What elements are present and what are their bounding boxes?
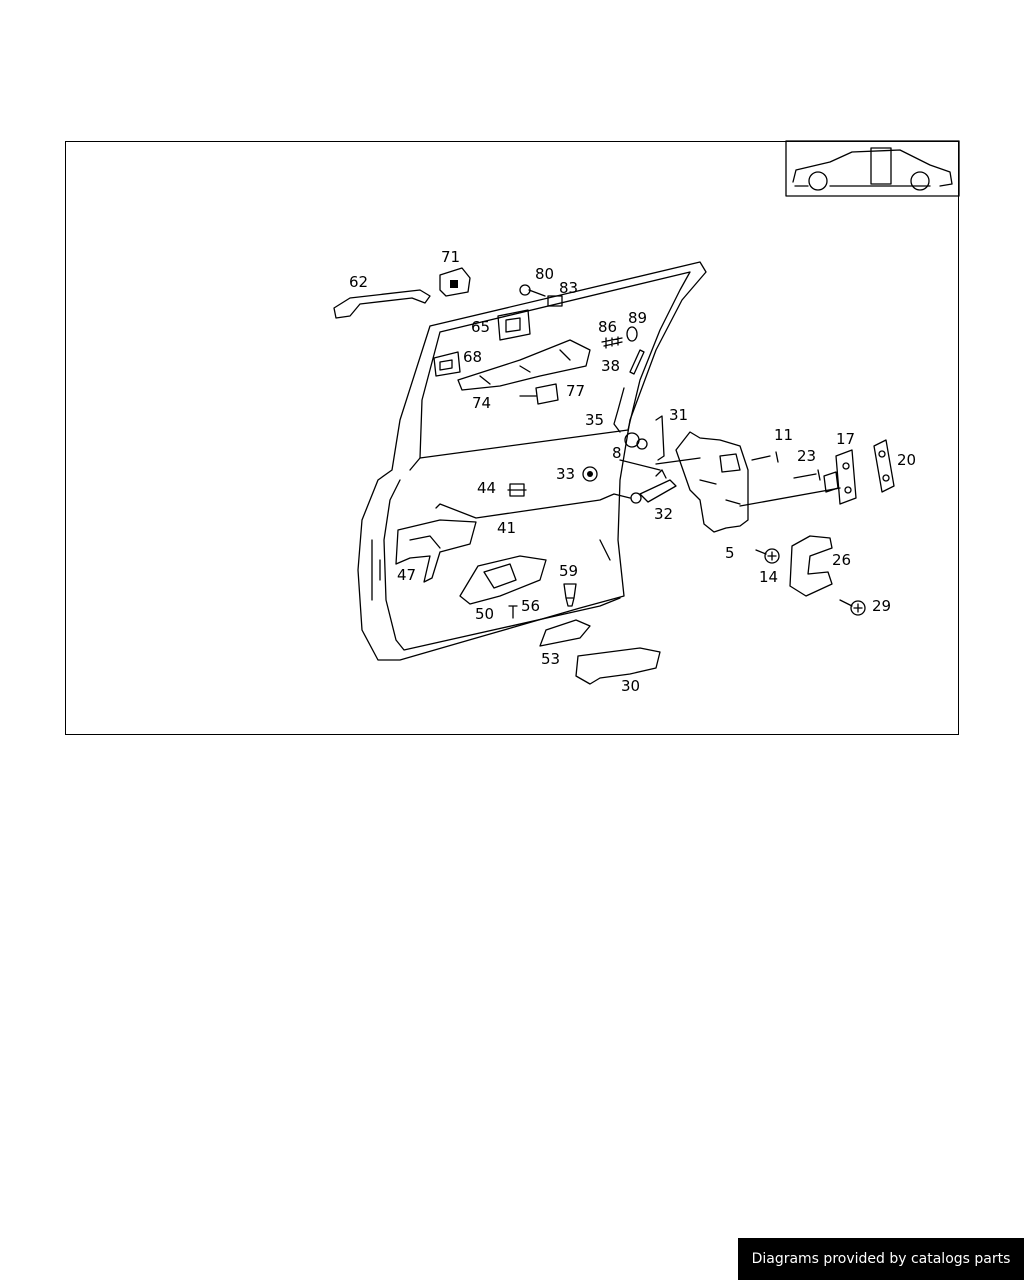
callout-77: 77 (566, 382, 585, 400)
part-80-screw (519, 284, 546, 297)
part-33-grommet (582, 466, 598, 482)
callout-71: 71 (441, 248, 460, 266)
callout-11: 11 (774, 426, 793, 444)
part-53-cover (539, 619, 591, 647)
part-17-striker (823, 449, 857, 505)
callout-44: 44 (477, 479, 496, 497)
part-30-armrest (575, 647, 661, 685)
part-77-clip (519, 383, 559, 405)
part-89-plug (626, 326, 638, 342)
part-65-bracket (497, 309, 531, 341)
part-68-bracket (433, 351, 461, 377)
part-8-lock-cylinder (624, 432, 648, 450)
part-29-screw (839, 599, 866, 616)
part-50-bezel (459, 555, 547, 605)
callout-86: 86 (598, 318, 617, 336)
part-83-bushing (547, 295, 563, 307)
callout-31: 31 (669, 406, 688, 424)
callout-33: 33 (556, 465, 575, 483)
callout-17: 17 (836, 430, 855, 448)
part-23-screw (793, 469, 821, 481)
callout-56: 56 (521, 597, 540, 615)
part-14-screw (755, 548, 780, 564)
part-62-exterior-handle (333, 289, 431, 319)
part-11-screw (751, 451, 779, 463)
callout-35: 35 (585, 411, 604, 429)
callout-26: 26 (832, 551, 851, 569)
callout-50: 50 (475, 605, 494, 623)
callout-62: 62 (349, 273, 368, 291)
part-32-actuator (630, 469, 677, 504)
door-panel (357, 261, 707, 661)
part-56-pin (508, 605, 518, 619)
callout-53: 53 (541, 650, 560, 668)
part-38-rod (629, 349, 645, 375)
assembly-lines (599, 457, 841, 561)
part-47-inner-handle (395, 519, 477, 583)
part-26-cover (789, 535, 833, 597)
callout-8: 8 (612, 444, 622, 462)
part-86-spring (601, 336, 623, 349)
callout-47: 47 (397, 566, 416, 584)
diagram-frame (65, 141, 959, 735)
callout-89: 89 (628, 309, 647, 327)
part-44-clip (507, 483, 527, 497)
callout-59: 59 (559, 562, 578, 580)
callout-23: 23 (797, 447, 816, 465)
part-59-clip (563, 583, 577, 607)
callout-68: 68 (463, 348, 482, 366)
callouts: 62 71 80 83 65 68 74 77 86 89 38 35 31 8… (349, 248, 916, 695)
part-41-rod (435, 493, 631, 519)
part-71-cap (439, 267, 471, 297)
callout-14: 14 (759, 568, 778, 586)
callout-80: 80 (535, 265, 554, 283)
part-35-link (613, 387, 625, 433)
diagram-credit-badge: Diagrams provided by catalogs parts (738, 1238, 1024, 1280)
callout-83: 83 (559, 279, 578, 297)
callout-32: 32 (654, 505, 673, 523)
callout-5: 5 (725, 544, 735, 562)
callout-30: 30 (621, 677, 640, 695)
callout-20: 20 (897, 451, 916, 469)
callout-38: 38 (601, 357, 620, 375)
callout-29: 29 (872, 597, 891, 615)
callout-74: 74 (472, 394, 491, 412)
part-31-rod (655, 415, 665, 461)
part-74-handle-carrier (457, 339, 591, 391)
part-5-door-lock (675, 431, 749, 533)
vehicle-locator-inset (785, 140, 960, 197)
diagram-credit-text: Diagrams provided by catalogs parts (751, 1251, 1011, 1267)
callout-41: 41 (497, 519, 516, 537)
part-20-plate (873, 439, 895, 493)
callout-65: 65 (471, 318, 490, 336)
